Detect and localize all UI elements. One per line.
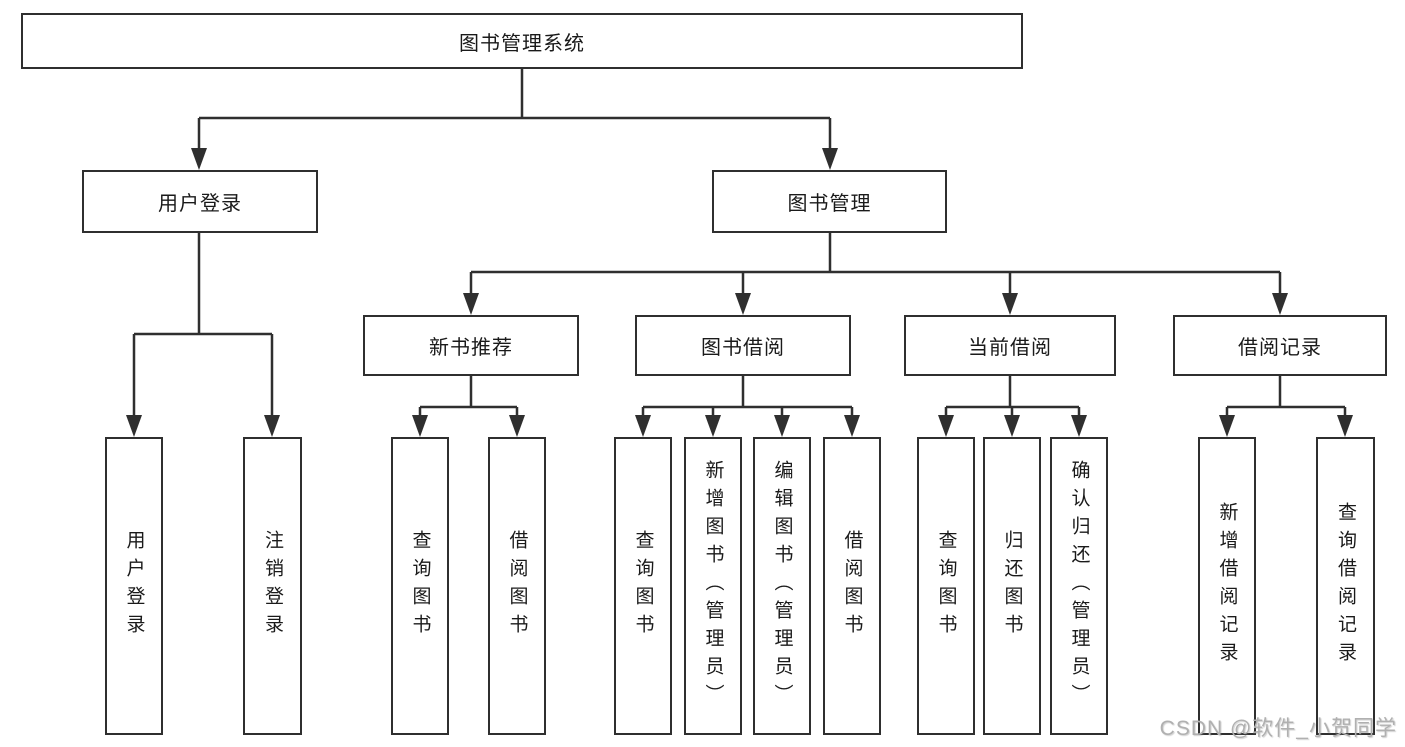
leaf-query-book-borrow-label: 查询图书 [632, 530, 654, 642]
connector-user-login-to-leaves [132, 233, 274, 418]
leaf-borrow-book: 借阅图书 [823, 437, 881, 735]
leaf-return-book: 归还图书 [983, 437, 1041, 735]
node-user-login-label: 用户登录 [158, 193, 242, 215]
leaf-borrow-book-recommend: 借阅图书 [488, 437, 546, 735]
leaf-query-book-recommend: 查询图书 [391, 437, 449, 735]
leaf-query-book-current-label: 查询图书 [935, 530, 957, 642]
leaf-borrow-book-label: 借阅图书 [841, 530, 863, 642]
connector-current-borrow-to-leaves [944, 376, 1081, 418]
leaf-query-book-borrow: 查询图书 [614, 437, 672, 735]
node-current-borrow: 当前借阅 [904, 315, 1116, 376]
leaf-confirm-return-label: 确认归还（管理员） [1068, 460, 1090, 712]
connector-borrow-record-to-leaves [1225, 376, 1347, 418]
leaf-edit-book-label: 编辑图书（管理员） [771, 460, 793, 712]
node-book-management-label: 图书管理 [787, 193, 872, 215]
node-new-book-recommend-label: 新书推荐 [429, 337, 513, 359]
leaf-edit-book: 编辑图书（管理员） [753, 437, 811, 735]
leaf-user-login: 用户登录 [105, 437, 163, 735]
connector-root-to-level2 [197, 69, 832, 150]
node-new-book-recommend: 新书推荐 [363, 315, 579, 376]
connector-book-management-to-level3 [469, 233, 1282, 296]
arrowheads [126, 148, 1353, 437]
leaf-add-book-label: 新增图书（管理员） [702, 460, 724, 712]
node-root-label: 图书管理系统 [459, 32, 585, 55]
csdn-watermark: CSDN @软件_小贺同学 [1159, 717, 1397, 740]
leaf-query-book-current: 查询图书 [917, 437, 975, 735]
leaf-add-borrow-record: 新增借阅记录 [1198, 437, 1256, 735]
node-current-borrow-label: 当前借阅 [968, 337, 1052, 359]
leaf-add-book: 新增图书（管理员） [684, 437, 742, 735]
leaf-return-book-label: 归还图书 [1001, 530, 1023, 642]
leaf-confirm-return: 确认归还（管理员） [1050, 437, 1108, 735]
leaf-logout: 注销登录 [243, 437, 302, 735]
node-book-borrow: 图书借阅 [635, 315, 851, 376]
node-root: 图书管理系统 [21, 13, 1023, 69]
connector-new-book-recommend-to-leaves [418, 376, 519, 418]
leaf-borrow-book-recommend-label: 借阅图书 [506, 530, 528, 642]
leaf-query-book-recommend-label: 查询图书 [409, 530, 431, 642]
node-borrow-record-label: 借阅记录 [1238, 337, 1322, 359]
connector-book-borrow-to-leaves [641, 376, 854, 418]
leaf-user-login-label: 用户登录 [123, 530, 145, 642]
leaf-logout-label: 注销登录 [262, 530, 283, 642]
node-book-management: 图书管理 [712, 170, 947, 233]
node-book-borrow-label: 图书借阅 [701, 337, 785, 359]
leaf-query-borrow-record: 查询借阅记录 [1316, 437, 1375, 735]
leaf-query-borrow-record-label: 查询借阅记录 [1335, 502, 1356, 670]
node-user-login: 用户登录 [82, 170, 318, 233]
node-borrow-record: 借阅记录 [1173, 315, 1387, 376]
leaf-add-borrow-record-label: 新增借阅记录 [1216, 502, 1238, 670]
